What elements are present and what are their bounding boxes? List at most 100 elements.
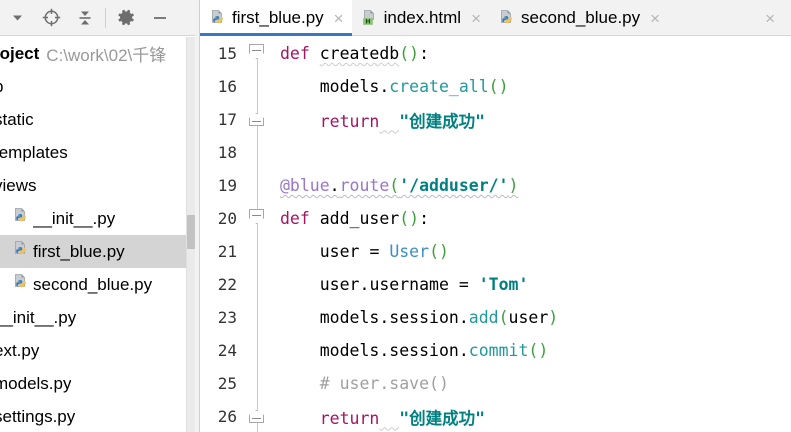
fold-column[interactable] xyxy=(244,103,274,136)
line-code: models.create_all() xyxy=(319,77,509,96)
editor-line[interactable]: 22 user.username = 'Tom' xyxy=(200,268,791,301)
svg-text:H: H xyxy=(365,19,370,26)
fold-column[interactable] xyxy=(244,37,274,70)
editor-line[interactable]: 23 models.session.add(user) xyxy=(200,301,791,334)
editor-line[interactable]: 26 return "创建成功" xyxy=(200,400,791,432)
project-scrollbar-thumb[interactable] xyxy=(187,215,196,249)
editor-line[interactable]: 19 @blue.route('/adduser/') xyxy=(200,169,791,202)
tree-item-views[interactable]: views xyxy=(0,169,186,202)
line-code: return "创建成功" xyxy=(319,408,486,428)
line-number: 22 xyxy=(217,275,237,294)
editor-line[interactable]: 17 return "创建成功" xyxy=(200,103,791,136)
editor-line[interactable]: 15 def createdb(): xyxy=(200,37,791,70)
fold-marker-end-icon[interactable] xyxy=(249,410,264,423)
tab-first-blue-py[interactable]: first_blue.py × xyxy=(200,0,352,36)
fold-column[interactable] xyxy=(244,202,274,235)
fold-column[interactable] xyxy=(244,235,274,268)
tree-item-templates[interactable]: templates xyxy=(0,136,186,169)
line-code: def add_user(): xyxy=(280,209,430,228)
tree-item-label: views xyxy=(0,175,37,195)
tree-item-static[interactable]: static xyxy=(0,103,186,136)
python-file-icon xyxy=(209,9,227,27)
line-number: 24 xyxy=(217,341,237,360)
tree-item-label: __init__.py xyxy=(0,307,77,327)
html-file-icon: H xyxy=(361,9,379,27)
line-number: 25 xyxy=(217,374,237,393)
close-icon[interactable]: × xyxy=(333,8,344,28)
line-code: user.username = 'Tom' xyxy=(319,275,529,294)
tree-item-label: first_blue.py xyxy=(33,241,125,261)
fold-column[interactable] xyxy=(244,334,274,367)
tree-item-models-py[interactable]: models.py xyxy=(0,367,186,400)
editor-line[interactable]: 18 xyxy=(200,136,791,169)
hide-panel-icon[interactable] xyxy=(143,1,177,35)
tree-item-label: __init__.py xyxy=(33,208,116,228)
tree-item-label: models.py xyxy=(0,373,72,393)
line-code: return "创建成功" xyxy=(319,111,486,131)
line-code: def createdb(): xyxy=(280,44,430,63)
fold-column[interactable] xyxy=(244,169,274,202)
panel-splitter[interactable] xyxy=(195,0,200,432)
project-toolbar xyxy=(0,0,195,36)
line-code: models.session.commit() xyxy=(319,341,549,360)
tab-label: first_blue.py xyxy=(232,8,324,27)
line-code: user = User() xyxy=(319,242,449,261)
project-tree[interactable]: roject C:\work\02\千锋 p statictemplates vie… xyxy=(0,37,186,432)
tree-item-second-blue-py[interactable]: second_blue.py xyxy=(0,268,186,301)
tree-item-label: second_blue.py xyxy=(33,274,153,294)
python-file-icon xyxy=(12,273,30,296)
editor-line[interactable]: 24 models.session.commit() xyxy=(200,334,791,367)
line-number: 23 xyxy=(217,308,237,327)
line-number: 16 xyxy=(217,77,237,96)
project-root-name: roject xyxy=(0,43,40,63)
project-root-path: C:\work\02\千锋 xyxy=(46,46,167,65)
tree-item-ext-py[interactable]: ext.py xyxy=(0,334,186,367)
fold-marker-collapse-icon[interactable] xyxy=(249,209,264,224)
fold-marker-collapse-icon[interactable] xyxy=(249,44,264,59)
settings-gear-icon[interactable] xyxy=(109,1,143,35)
fold-column[interactable] xyxy=(244,400,274,432)
tree-item-p[interactable]: p xyxy=(0,70,186,103)
tree-item-init-py[interactable]: __init__.py xyxy=(0,202,186,235)
close-editor-pane-button[interactable]: × xyxy=(757,0,791,36)
line-number: 18 xyxy=(217,143,237,162)
close-icon: × xyxy=(765,8,775,28)
line-number: 26 xyxy=(217,407,237,426)
fold-column[interactable] xyxy=(244,268,274,301)
fold-column[interactable] xyxy=(244,367,274,400)
close-icon[interactable]: × xyxy=(471,8,482,28)
fold-marker-end-icon[interactable] xyxy=(249,113,264,126)
tree-item-first-blue-py[interactable]: first_blue.py xyxy=(0,235,186,268)
chevron-down-icon[interactable] xyxy=(0,1,34,35)
editor-line[interactable]: 16 models.create_all() xyxy=(200,70,791,103)
tab-label: second_blue.py xyxy=(521,8,641,27)
python-file-icon xyxy=(498,9,516,27)
project-panel: roject C:\work\02\千锋 p statictemplates vie… xyxy=(0,0,196,432)
code-editor[interactable]: 15 def createdb(): 16 models.create_all(… xyxy=(200,37,791,432)
editor-line[interactable]: 20 def add_user(): xyxy=(200,202,791,235)
editor-line[interactable]: 25 # user.save() xyxy=(200,367,791,400)
tab-second-blue-py[interactable]: second_blue.py × xyxy=(489,0,668,36)
project-root-row[interactable]: roject C:\work\02\千锋 xyxy=(0,37,186,70)
editor-line[interactable]: 21 user = User() xyxy=(200,235,791,268)
python-file-icon xyxy=(12,240,30,263)
tree-item-label: settings.py xyxy=(0,406,76,426)
line-code: models.session.add(user) xyxy=(319,308,559,327)
tree-item-label: ext.py xyxy=(0,340,40,360)
fold-column[interactable] xyxy=(244,70,274,103)
line-number: 20 xyxy=(217,209,237,228)
collapse-all-icon[interactable] xyxy=(68,1,102,35)
line-number: 17 xyxy=(217,110,237,129)
tree-item-init-py[interactable]: __init__.py xyxy=(0,301,186,334)
fold-column[interactable] xyxy=(244,301,274,334)
tree-item-label: p xyxy=(0,77,3,97)
close-icon[interactable]: × xyxy=(650,8,661,28)
locate-target-icon[interactable] xyxy=(34,1,68,35)
python-file-icon xyxy=(12,207,30,230)
line-number: 19 xyxy=(217,176,237,195)
fold-column[interactable] xyxy=(244,136,274,169)
tree-item-settings-py[interactable]: settings.py xyxy=(0,400,186,432)
project-scrollbar-track[interactable] xyxy=(186,37,196,432)
